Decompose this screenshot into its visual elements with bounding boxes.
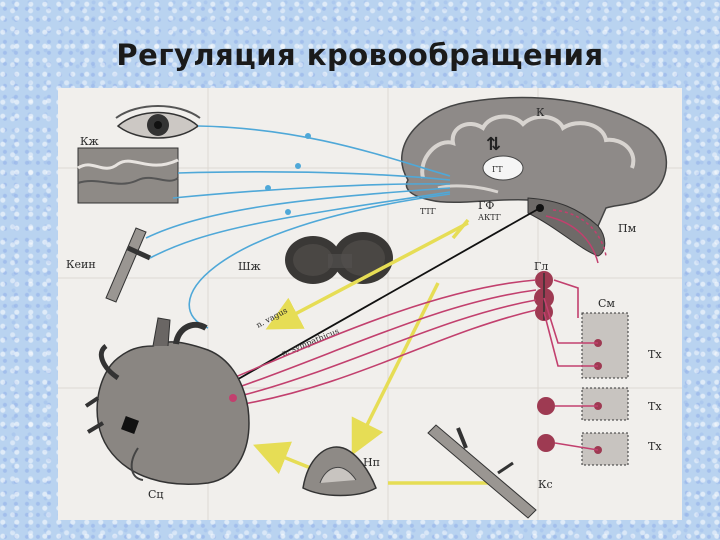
hormone-pathways — [253, 218, 498, 485]
label-spinal-cord: См — [598, 297, 615, 310]
label-segment-1: Тх — [648, 348, 662, 361]
label-medulla: Пм — [618, 222, 637, 235]
afferent-pathways — [145, 125, 451, 329]
capillary-vessel: Кс — [427, 424, 553, 519]
label-heart: Сц — [148, 488, 164, 501]
label-sympathetic: n. sympathicus — [280, 327, 340, 358]
slide-title: Регуляция кровообращения — [116, 38, 604, 72]
label-acth: АКТГ — [478, 213, 501, 222]
label-segment-2: Тх — [648, 400, 662, 413]
sympathetic-pathways — [232, 279, 599, 451]
label-cortex: К — [536, 106, 545, 119]
label-segment-3: Тх — [648, 440, 662, 453]
eye-icon — [115, 105, 201, 139]
hypothalamus-shape — [482, 155, 524, 181]
label-vagus: n. vagus — [255, 306, 289, 330]
label-thyroid: Шж — [238, 260, 261, 273]
medulla-efferent-lines — [545, 209, 607, 264]
skin-section: Кж — [77, 135, 179, 204]
label-ganglia: Гл — [534, 260, 548, 273]
label-skin: Кж — [80, 135, 99, 148]
label-capillary: Кс — [538, 478, 553, 491]
afferent-markers — [265, 133, 311, 215]
spinal-cord: См Тх Тх Тх — [537, 297, 662, 466]
heart-organ: Сц — [84, 317, 250, 501]
vessel-section: Кеин — [66, 227, 152, 303]
label-ttg: ТТГ — [420, 207, 436, 216]
label-adrenal: Нп — [363, 456, 380, 469]
up-down-arrows-icon: ⇅ — [486, 134, 501, 155]
label-hypothalamus: ГТ — [492, 165, 503, 174]
label-vessel: Кеин — [66, 258, 96, 271]
label-pituitary: ГФ — [478, 199, 494, 212]
ganglia-chain: Гл — [534, 260, 554, 321]
brain-section: К ГТ ГФ АКТГ ТТГ Пм ⇅ — [401, 96, 668, 257]
adrenal-gland: Нп — [302, 446, 380, 497]
thyroid-gland: Шж — [238, 232, 393, 284]
circulation-diagram: К ГТ ГФ АКТГ ТТГ Пм ⇅ Кж Кеин Шж — [58, 88, 682, 520]
